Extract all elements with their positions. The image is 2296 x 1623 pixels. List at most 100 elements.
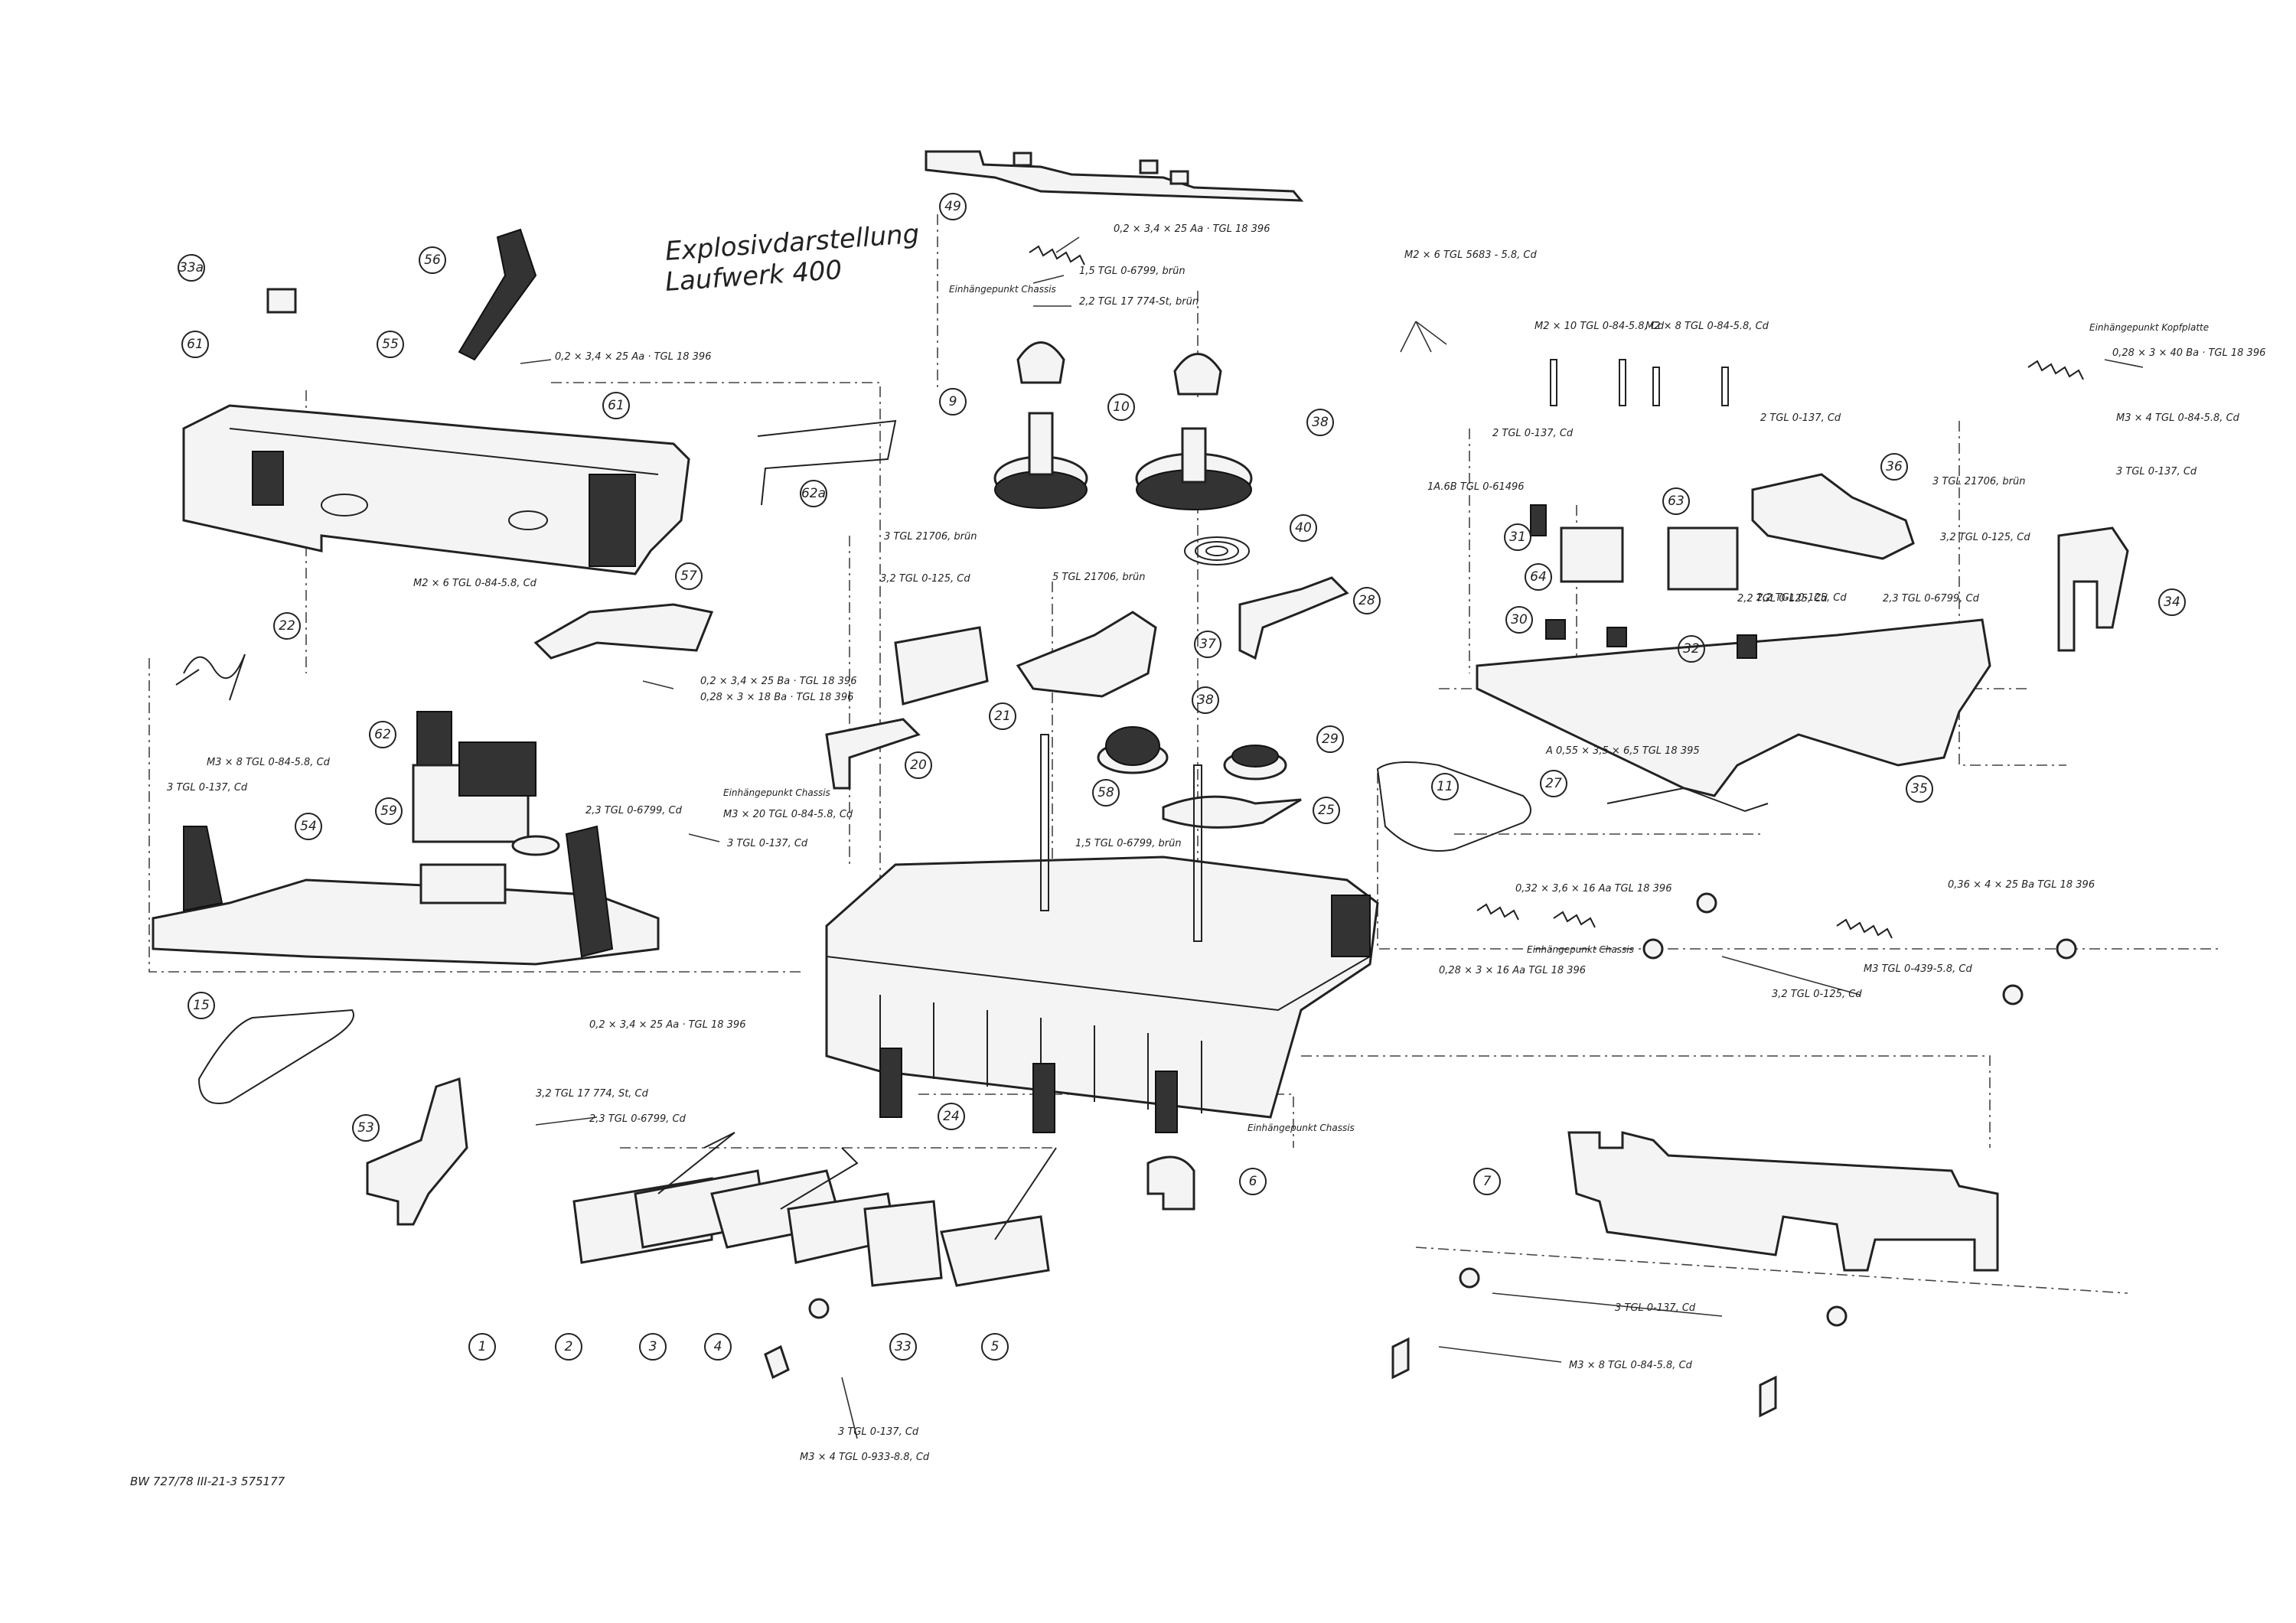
svg-text:33a: 33a bbox=[179, 260, 204, 275]
svg-text:3,2 TGL 0-125, Cd: 3,2 TGL 0-125, Cd bbox=[1940, 532, 2030, 543]
svg-text:64: 64 bbox=[1530, 569, 1547, 585]
callout: 32 bbox=[1678, 635, 1705, 663]
callout: 63 bbox=[1662, 487, 1690, 515]
head-63 bbox=[1667, 526, 1739, 591]
svg-text:Einhängepunkt Chassis: Einhängepunkt Chassis bbox=[949, 284, 1056, 295]
svg-text:22: 22 bbox=[279, 618, 295, 634]
svg-text:Einhängepunkt Kopfplatte: Einhängepunkt Kopfplatte bbox=[2089, 322, 2209, 333]
svg-text:3 TGL 0-137, Cd: 3 TGL 0-137, Cd bbox=[1615, 1302, 1696, 1314]
callout: 21 bbox=[989, 702, 1016, 730]
callout: 5 bbox=[981, 1333, 1009, 1361]
callout: 34 bbox=[2158, 588, 2186, 616]
svg-text:1,5 TGL 0-6799, brün: 1,5 TGL 0-6799, brün bbox=[1075, 838, 1182, 849]
leader-lines bbox=[520, 236, 2144, 1439]
cap-33a bbox=[266, 288, 297, 314]
svg-text:M3 × 4 TGL 0-84-5.8, Cd: M3 × 4 TGL 0-84-5.8, Cd bbox=[2116, 412, 2240, 424]
cap-6 bbox=[1146, 1155, 1195, 1211]
lever-56 bbox=[458, 228, 537, 361]
svg-text:Einhängepunkt Chassis: Einhängepunkt Chassis bbox=[1527, 944, 1634, 955]
pulley-9 bbox=[993, 341, 1088, 509]
washers-lower-right bbox=[764, 892, 2077, 1418]
callout: 64 bbox=[1525, 563, 1552, 591]
svg-text:3 TGL 0-137, Cd: 3 TGL 0-137, Cd bbox=[167, 782, 248, 794]
callout: 49 bbox=[939, 193, 967, 220]
slider-group bbox=[572, 1132, 1057, 1287]
svg-text:11: 11 bbox=[1437, 779, 1453, 794]
spring-center bbox=[1476, 903, 1519, 921]
svg-text:62a: 62a bbox=[801, 486, 826, 501]
svg-text:M3 × 8 TGL 0-84-5.8, Cd: M3 × 8 TGL 0-84-5.8, Cd bbox=[1569, 1360, 1693, 1371]
svg-text:2,3 TGL 0-6799, Cd: 2,3 TGL 0-6799, Cd bbox=[589, 1113, 687, 1125]
callout: 62 bbox=[369, 721, 396, 748]
callout: 35 bbox=[1906, 775, 1933, 803]
svg-text:28: 28 bbox=[1358, 593, 1375, 608]
svg-text:9: 9 bbox=[949, 394, 957, 409]
svg-text:36: 36 bbox=[1886, 459, 1903, 474]
svg-text:20: 20 bbox=[910, 758, 927, 773]
head-unit-62 bbox=[412, 711, 560, 856]
callout: 3 bbox=[639, 1333, 667, 1361]
spring-center-2 bbox=[1553, 911, 1596, 928]
lever-27 bbox=[1606, 787, 1769, 813]
svg-text:49: 49 bbox=[944, 199, 961, 214]
svg-text:5: 5 bbox=[991, 1339, 1000, 1354]
svg-text:62: 62 bbox=[374, 727, 391, 742]
svg-text:M2 × 10 TGL 0-84-5.8, Cd: M2 × 10 TGL 0-84-5.8, Cd bbox=[1534, 321, 1665, 332]
callout: 15 bbox=[188, 992, 215, 1019]
callout: 30 bbox=[1505, 606, 1533, 634]
svg-text:2,2 TGL 17 774-St, brün: 2,2 TGL 17 774-St, brün bbox=[1079, 296, 1199, 308]
callout: 7 bbox=[1473, 1168, 1501, 1195]
svg-text:5 TGL 21706, brün: 5 TGL 21706, brün bbox=[1052, 572, 1146, 583]
svg-text:Einhängepunkt Chassis: Einhängepunkt Chassis bbox=[723, 787, 830, 798]
spring-spiral-40 bbox=[1184, 536, 1250, 565]
svg-text:1A.6B TGL 0-61496: 1A.6B TGL 0-61496 bbox=[1427, 481, 1525, 493]
callout: 24 bbox=[938, 1103, 965, 1130]
svg-text:63: 63 bbox=[1668, 494, 1684, 509]
callout: 61 bbox=[602, 392, 630, 419]
callout: 25 bbox=[1313, 797, 1340, 824]
svg-text:35: 35 bbox=[1911, 781, 1928, 797]
lever-37 bbox=[1016, 611, 1157, 698]
spec-labels: 0,2 × 3,4 × 25 Aa · TGL 18 396 1,5 TGL 0… bbox=[167, 223, 2265, 1463]
svg-text:0,2 × 3,4 × 25 Aa · TGL 18 396: 0,2 × 3,4 × 25 Aa · TGL 18 396 bbox=[1114, 223, 1270, 235]
svg-text:1: 1 bbox=[478, 1339, 487, 1354]
callout: 61 bbox=[181, 331, 209, 358]
callout: 38 bbox=[1306, 409, 1334, 436]
svg-text:7: 7 bbox=[1483, 1174, 1492, 1189]
svg-text:0,28 × 3 × 16 Aa TGL 18 396: 0,28 × 3 × 16 Aa TGL 18 396 bbox=[1439, 965, 1586, 976]
plate-62a bbox=[757, 419, 897, 506]
callout: 6 bbox=[1239, 1168, 1267, 1195]
callout: 11 bbox=[1431, 773, 1459, 800]
svg-text:53: 53 bbox=[357, 1120, 374, 1136]
spring-top bbox=[1029, 245, 1085, 266]
callout: 10 bbox=[1113, 399, 1130, 415]
callout: 38 bbox=[1192, 686, 1219, 714]
svg-text:M3 TGL 0-439-5.8, Cd: M3 TGL 0-439-5.8, Cd bbox=[1864, 963, 1972, 975]
svg-text:0,28 × 3 × 18 Ba · TGL 18 396: 0,28 × 3 × 18 Ba · TGL 18 396 bbox=[700, 692, 853, 703]
lever-53 bbox=[366, 1077, 468, 1226]
bracket-7 bbox=[1567, 1131, 1999, 1272]
spring-22 bbox=[175, 653, 246, 701]
callout: 29 bbox=[1316, 725, 1344, 753]
svg-text:61: 61 bbox=[608, 398, 625, 413]
callout: 33 bbox=[889, 1333, 917, 1361]
callout: 53 bbox=[352, 1114, 380, 1142]
belt-11 bbox=[1376, 761, 1531, 852]
svg-text:32: 32 bbox=[1683, 641, 1700, 657]
callout: 33a bbox=[178, 254, 205, 282]
svg-text:2,3 TGL 0-6799, Cd: 2,3 TGL 0-6799, Cd bbox=[585, 805, 683, 816]
bracket-31 bbox=[1530, 504, 1547, 536]
svg-text:56: 56 bbox=[424, 253, 441, 268]
disc-25 bbox=[1162, 795, 1302, 829]
svg-text:0,32 × 3,6 × 16 Aa TGL 18 396: 0,32 × 3,6 × 16 Aa TGL 18 396 bbox=[1515, 883, 1671, 895]
callout: 62a bbox=[800, 480, 827, 507]
callout: 4 bbox=[704, 1333, 732, 1361]
callout: 9 bbox=[939, 388, 967, 416]
bracket-36 bbox=[1751, 473, 1915, 560]
callout: 59 bbox=[375, 797, 403, 825]
svg-text:54: 54 bbox=[300, 819, 317, 834]
bracket-20 bbox=[825, 718, 921, 790]
bracket-21 bbox=[894, 626, 989, 706]
svg-text:59: 59 bbox=[380, 803, 397, 819]
